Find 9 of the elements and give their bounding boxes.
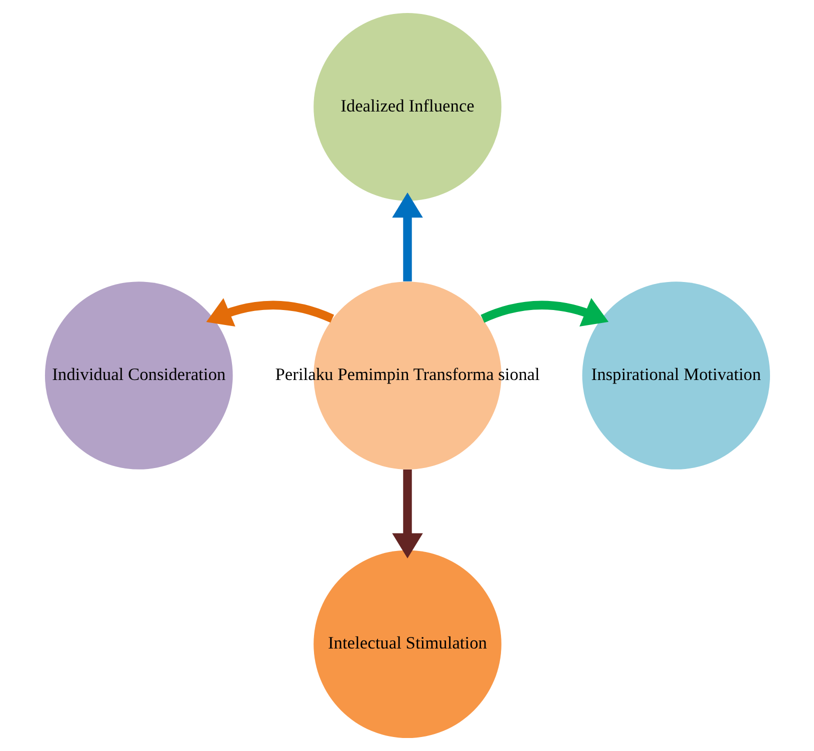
node-circle: Intelectual Stimulation bbox=[313, 550, 501, 738]
arrow bbox=[206, 298, 334, 327]
node-circle: Idealized Influence bbox=[313, 12, 501, 201]
arrow bbox=[480, 298, 608, 326]
arrow bbox=[392, 469, 422, 558]
node-label: Perilaku Pemimpin Transforma sional bbox=[274, 364, 540, 384]
node-circle: Inspirational Motivation bbox=[582, 282, 770, 470]
node-circle: Individual Consideration bbox=[44, 282, 232, 470]
arrow bbox=[392, 192, 422, 282]
